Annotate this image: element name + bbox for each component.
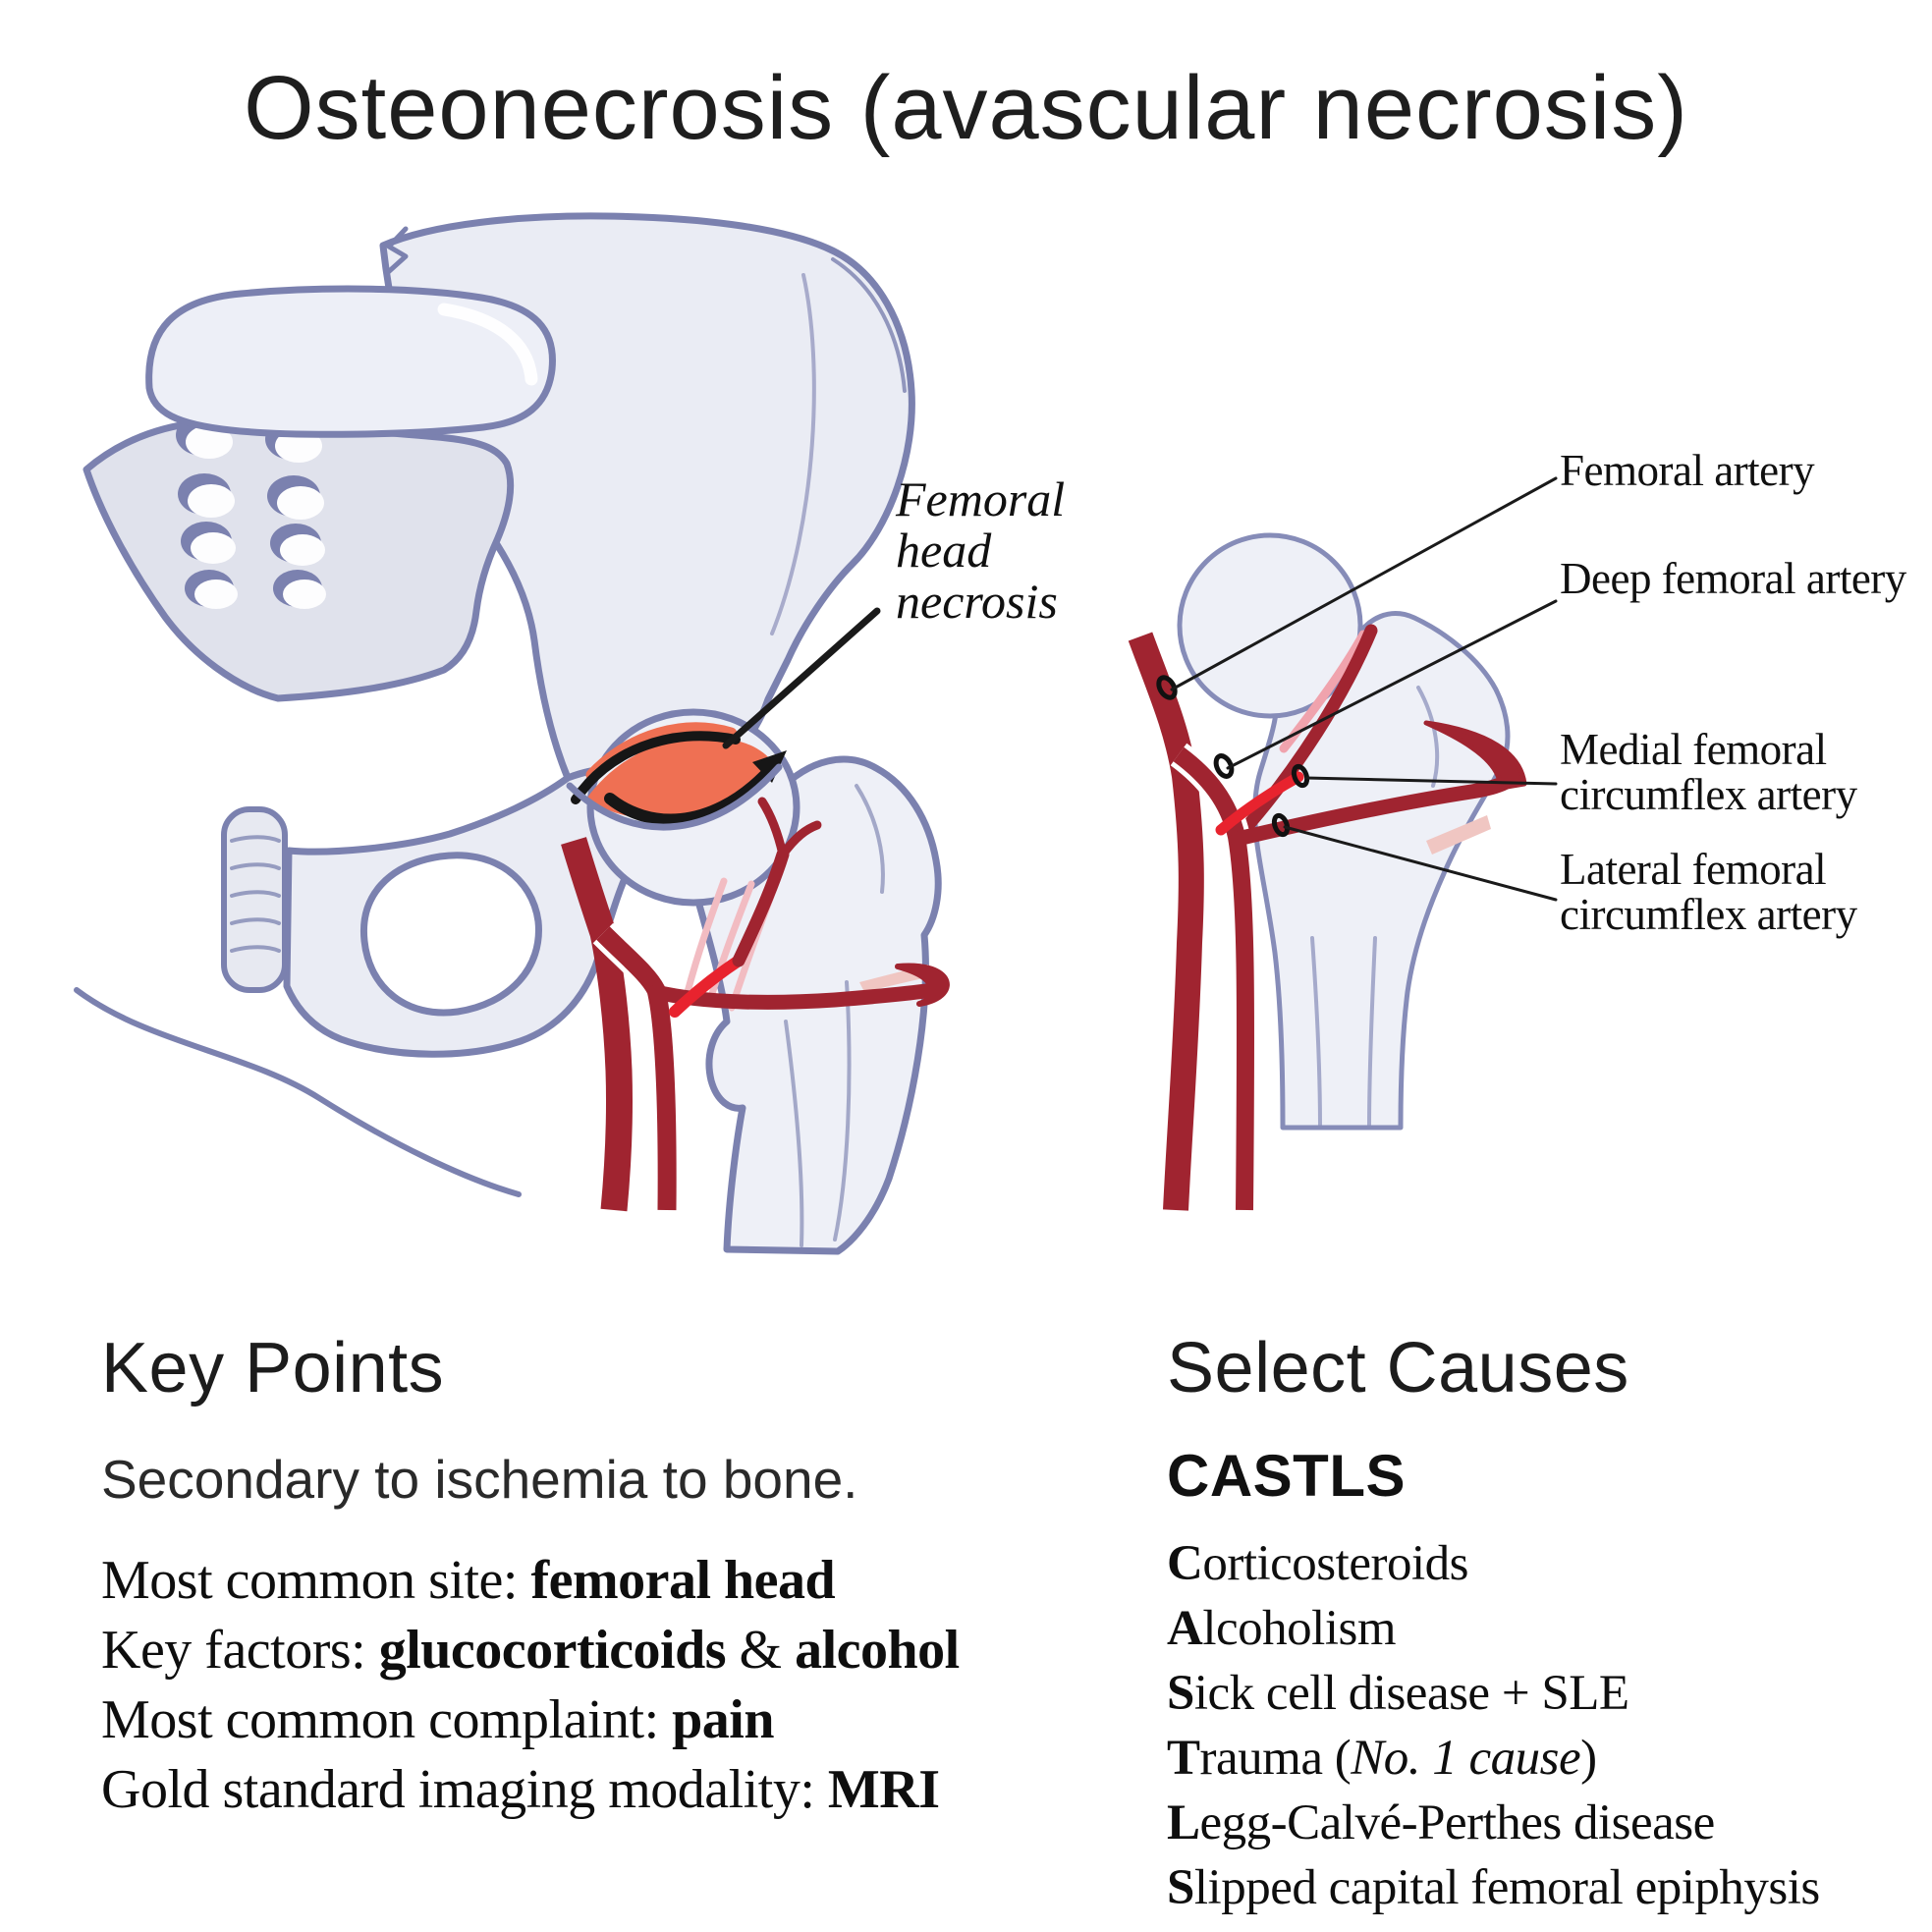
bright-red-segment	[1215, 771, 1304, 836]
key-point-line: Gold standard imaging modality: MRI	[101, 1759, 940, 1820]
medial-circumflex-hook	[1423, 720, 1527, 791]
cause-item: Trauma (No. 1 cause)	[1167, 1731, 1597, 1786]
key-point-line: Key factors: glucocorticoids & alcohol	[101, 1620, 960, 1681]
trochanter-pink-wedge-right	[1426, 815, 1491, 855]
l5-vertebra	[145, 285, 556, 438]
deep-femoral-artery-left	[596, 926, 677, 1211]
page-title: Osteonecrosis (avascular necrosis)	[244, 58, 1688, 158]
lateral-circumflex-left	[648, 982, 941, 1010]
necrosis-label-line1: Femoral	[896, 471, 1066, 526]
ascending-dark-artery	[1233, 624, 1378, 842]
femur-inner-lines	[784, 784, 885, 1247]
cause-item: Slipped capital femoral epiphysis	[1167, 1860, 1820, 1915]
lateral-circumflex-hook	[895, 963, 950, 1007]
hip-arteries	[561, 797, 950, 1212]
femoral-head-necrosis-label: Femoral head necrosis	[896, 473, 1151, 627]
femoral-artery-right	[1128, 632, 1204, 1211]
cause-item: Sick cell disease + SLE	[1167, 1666, 1629, 1721]
artery-markers	[1156, 675, 1310, 838]
medial-circumflex-artery-label: Medial femoral circumflex artery	[1560, 725, 1857, 819]
iliac-crest-inner-line	[831, 257, 907, 393]
key-points-subtitle: Secondary to ischemia to bone.	[101, 1449, 858, 1510]
iliac-notch	[383, 226, 409, 277]
artery-pointer-lines	[1170, 476, 1558, 902]
vertebra-highlight	[437, 303, 538, 386]
femur-arteries-illustration	[1128, 476, 1558, 1211]
castls-mnemonic: CASTLS	[1167, 1443, 1406, 1509]
femoral-head-necrosis-area	[566, 722, 787, 831]
cause-item: Alcoholism	[1167, 1601, 1397, 1656]
femur-arteries	[1128, 624, 1527, 1211]
pubic-symphysis	[221, 806, 288, 993]
key-points-section: Key Points Secondary to ischemia to bone…	[101, 1328, 1064, 1825]
key-points-heading: Key Points	[101, 1329, 445, 1408]
iliac-fossa-line	[770, 273, 816, 635]
femur-right-inner-lines	[1310, 686, 1440, 1130]
select-causes-section: Select Causes CASTLS Corticosteroids Alc…	[1167, 1328, 1913, 1920]
select-causes-heading: Select Causes	[1167, 1329, 1629, 1408]
necrosis-label-line3: necrosis	[896, 574, 1058, 629]
lateral-circumflex-artery-label: Lateral femoral circumflex artery	[1560, 845, 1857, 939]
key-point-line: Most common complaint: pain	[101, 1689, 774, 1750]
ascending-branch	[732, 848, 790, 967]
medial-circumflex-left	[669, 955, 745, 1018]
select-causes-list: Corticosteroids Alcoholism Sick cell dis…	[1167, 1531, 1913, 1920]
necrosis-pointer-line	[722, 607, 881, 749]
necrosis-label-line2: head	[896, 523, 992, 578]
femoral-head-right	[1177, 532, 1363, 719]
cause-item: Corticosteroids	[1167, 1536, 1468, 1591]
deep-femoral-artery-label: Deep femoral artery	[1560, 554, 1906, 603]
pelvis-hip-illustration	[74, 212, 950, 1255]
cause-item: Legg-Calvé-Perthes disease	[1167, 1795, 1715, 1850]
femoral-artery-label: Femoral artery	[1560, 446, 1815, 495]
deep-femoral-artery-right	[1173, 746, 1255, 1211]
key-points-list: Most common site: femoral head Key facto…	[101, 1546, 1064, 1825]
thigh-contour-line	[74, 987, 522, 1197]
key-point-line: Most common site: femoral head	[101, 1550, 836, 1611]
symphysis-ridges	[230, 835, 281, 953]
femoral-artery-left	[561, 837, 634, 1212]
